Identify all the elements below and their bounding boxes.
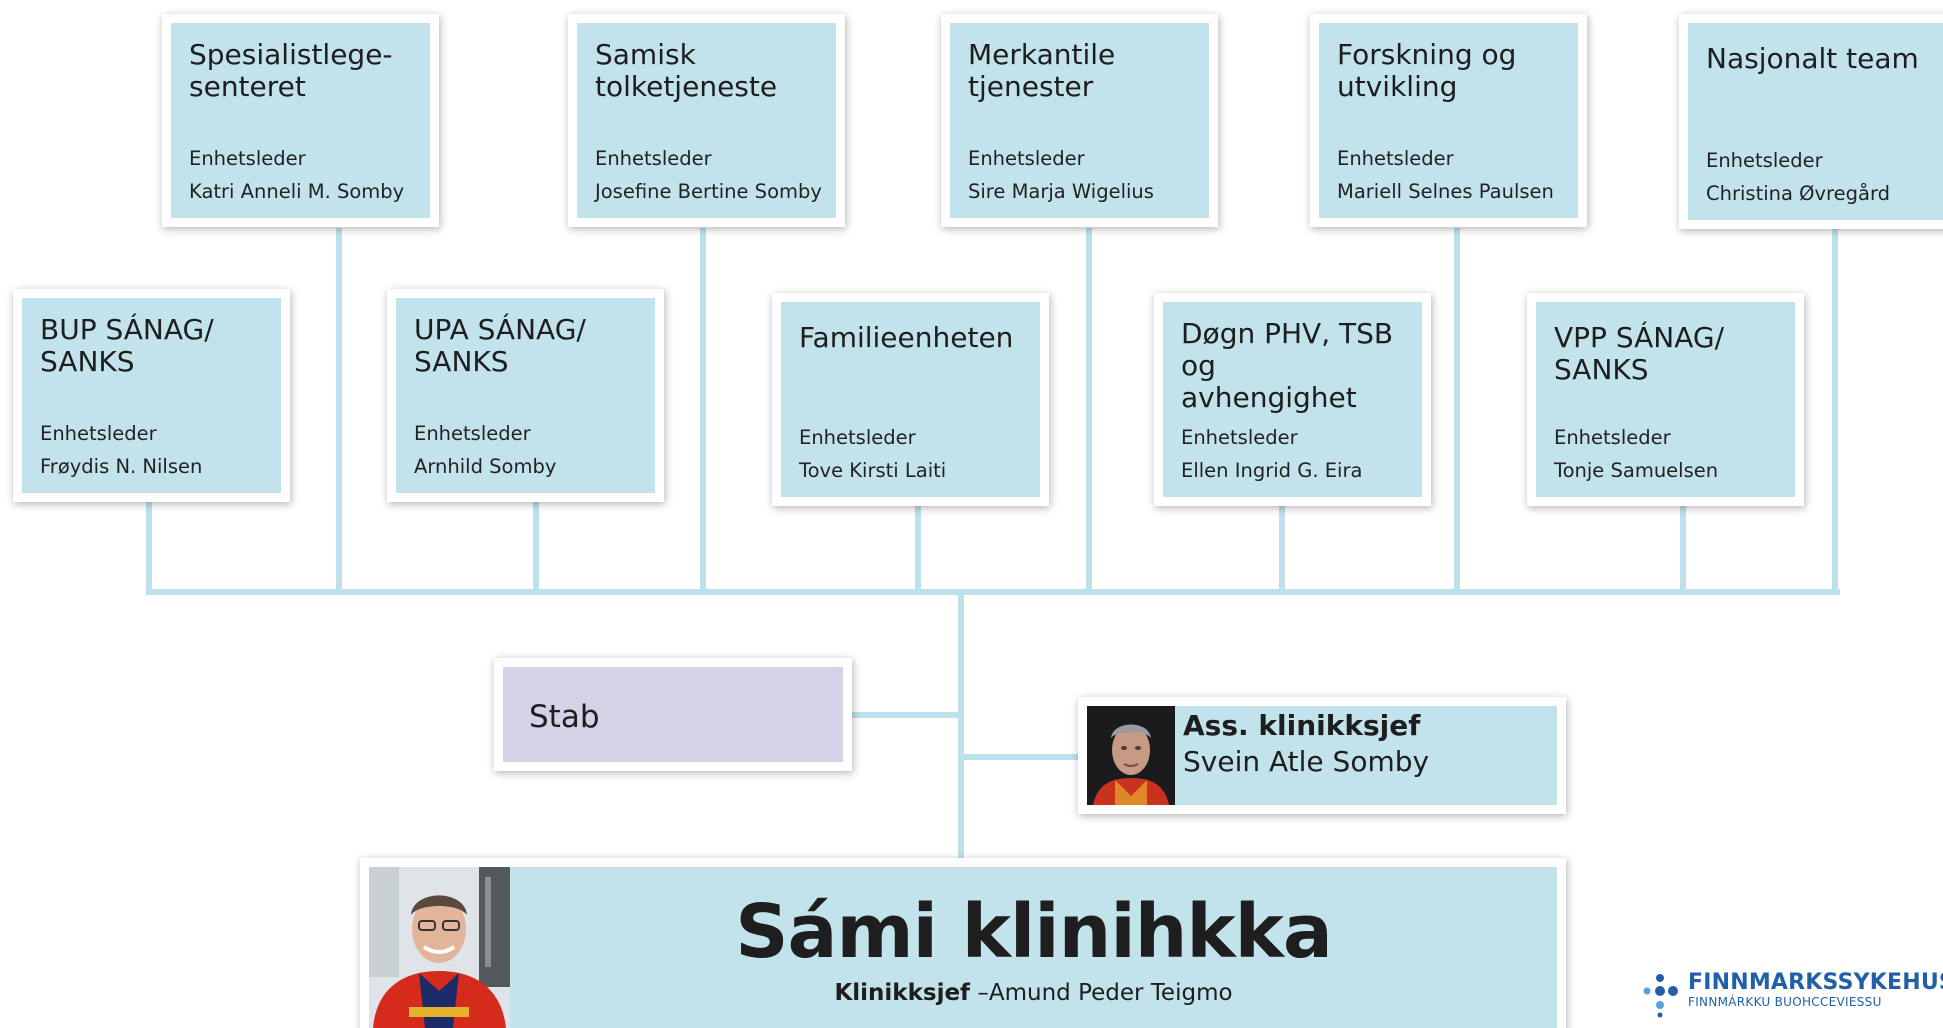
clinic-chief-separator: – [970,980,989,1006]
unit-box-vpp-sanag-sanks: VPP SÁNAG/ SANKS Enhetsleder Tonje Samue… [1527,293,1804,506]
unit-box-familieenheten: Familieenheten Enhetsleder Tove Kirsti L… [772,293,1049,506]
unit-role: Enhetsleder [1337,147,1454,170]
assistant-chief-name: Svein Atle Somby [1183,745,1430,778]
clinic-chief-name: Amund Peder Teigmo [988,980,1233,1006]
stab-box: Stab [494,658,852,771]
assistant-chief-photo [1087,706,1175,805]
stab-label: Stab [529,699,600,735]
assistant-chief-box: Ass. klinikksjef Svein Atle Somby [1078,697,1566,814]
unit-role: Enhetsleder [189,147,306,170]
unit-role: Enhetsleder [1554,426,1671,449]
unit-box-upa-sanag-sanks: UPA SÁNAG/ SANKS Enhetsleder Arnhild Som… [387,289,664,502]
clinic-main-box: Sámi klinihkka Klinikksjef –Amund Peder … [360,858,1566,1028]
unit-title: Familieenheten [799,321,1014,354]
unit-role: Enhetsleder [1181,426,1298,449]
clinic-chief-line: Klinikksjef –Amund Peder Teigmo [510,980,1557,1006]
connector-assistant [961,754,1086,760]
connector-trunk [958,589,964,869]
unit-box-bup-sanag-sanks: BUP SÁNAG/ SANKS Enhetsleder Frøydis N. … [13,289,290,502]
unit-role: Enhetsleder [1706,149,1823,172]
connector-top-3 [1086,228,1092,592]
connector-mid-3 [915,500,921,592]
unit-title: Spesialistlege- senteret [189,38,393,103]
unit-title: VPP SÁNAG/ SANKS [1554,321,1725,386]
unit-title: Merkantile tjenester [968,38,1116,103]
clinic-title: Sámi klinihkka [735,889,1333,975]
clinic-chief-role: Klinikksjef [834,980,971,1006]
unit-box-spesialistlegesenteret: Spesialistlege- senteret Enhetsleder Kat… [162,14,439,227]
finnmarkssykehuset-logo: FINNMARKSSYKEHUSET FINNMÁRKKU BUOHCCEVIE… [1640,970,1943,1020]
unit-box-merkantile-tjenester: Merkantile tjenester Enhetsleder Sire Ma… [941,14,1218,227]
connector-top-4 [1454,228,1460,592]
logo-name: FINNMARKSSYKEHUSET [1688,970,1943,995]
connector-mid-5 [1680,500,1686,592]
unit-leader-name: Mariell Selnes Paulsen [1337,180,1554,203]
unit-title: Forskning og utvikling [1337,38,1517,103]
unit-title: Samisk tolketjeneste [595,38,778,103]
clinic-chief-photo [369,867,510,1028]
unit-leader-name: Frøydis N. Nilsen [40,455,203,478]
unit-title: Døgn PHV, TSB og avhengighet [1181,317,1394,414]
unit-role: Enhetsleder [968,147,1085,170]
logo-subtitle: FINNMÁRKKU BUOHCCEVIESSU [1688,995,1882,1009]
unit-role: Enhetsleder [40,422,157,445]
unit-leader-name: Josefine Bertine Somby [595,180,822,203]
connector-top-1 [336,228,342,592]
unit-box-forskning-og-utvikling: Forskning og utvikling Enhetsleder Marie… [1310,14,1587,227]
assistant-chief-title: Ass. klinikksjef [1183,709,1421,742]
unit-leader-name: Sire Marja Wigelius [968,180,1154,203]
unit-leader-name: Tonje Samuelsen [1554,459,1719,482]
connector-top-2 [700,228,706,592]
unit-leader-name: Katri Anneli M. Somby [189,180,405,203]
logo-dots-icon [1643,974,1678,1018]
unit-title: UPA SÁNAG/ SANKS [414,313,586,378]
unit-title: Nasjonalt team [1706,42,1919,75]
unit-leader-name: Christina Øvregård [1706,182,1890,205]
connector-mid-2 [533,500,539,592]
connector-top-5 [1832,228,1838,592]
connector-stab [848,712,961,718]
unit-leader-name: Ellen Ingrid G. Eira [1181,459,1363,482]
unit-leader-name: Arnhild Somby [414,455,557,478]
unit-box-nasjonalt-team: Nasjonalt team Enhetsleder Christina Øvr… [1688,23,1943,220]
connector-mid-1 [146,500,152,592]
unit-role: Enhetsleder [414,422,531,445]
unit-role: Enhetsleder [595,147,712,170]
unit-box-samisk-tolketjeneste: Samisk tolketjeneste Enhetsleder Josefin… [568,14,845,227]
unit-box-dogn-phv-tsb: Døgn PHV, TSB og avhengighet Enhetsleder… [1154,293,1431,506]
connector-horizontal-bus [146,589,1840,595]
connector-mid-4 [1279,500,1285,592]
unit-role: Enhetsleder [799,426,916,449]
unit-title: BUP SÁNAG/ SANKS [40,313,214,378]
unit-leader-name: Tove Kirsti Laiti [799,459,947,482]
